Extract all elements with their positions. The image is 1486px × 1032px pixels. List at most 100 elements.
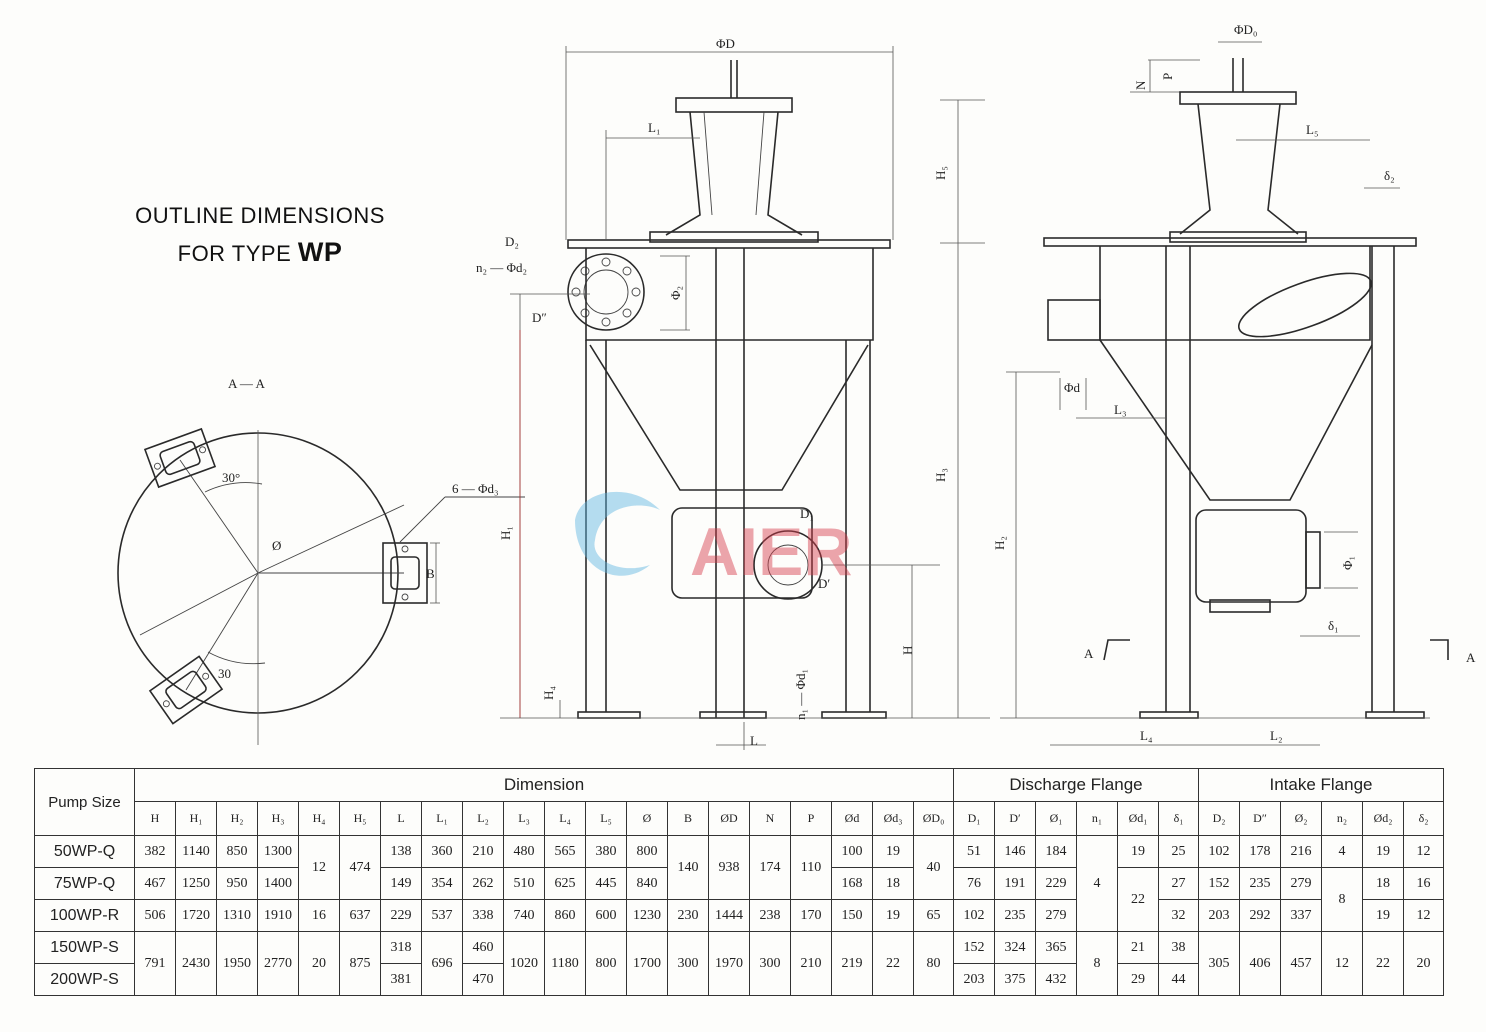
cell: 1020 <box>503 931 545 996</box>
cell: 102 <box>1198 835 1240 868</box>
cell: 184 <box>1035 835 1077 868</box>
col-header: L₄ <box>544 801 586 836</box>
cell: 4 <box>1321 835 1363 868</box>
cell: 19 <box>1362 899 1404 932</box>
cell: 445 <box>585 867 627 900</box>
cell: 696 <box>421 931 463 996</box>
cell: 354 <box>421 867 463 900</box>
cell: 178 <box>1239 835 1281 868</box>
cell: 480 <box>503 835 545 868</box>
col-header: N <box>749 801 791 836</box>
col-header: L₂ <box>462 801 504 836</box>
cell: 51 <box>953 835 995 868</box>
l3-label: L₃ <box>1114 402 1126 417</box>
cell: 16 <box>1403 867 1444 900</box>
angle-30-bottom: 30 <box>218 666 231 681</box>
a-right-label: A <box>1466 650 1476 665</box>
discharge-group: Discharge Flange <box>953 768 1199 802</box>
cell: 506 <box>134 899 176 932</box>
cell: 19 <box>872 899 914 932</box>
cell: 229 <box>1035 867 1077 900</box>
cell: 740 <box>503 899 545 932</box>
col-header: ØD₀ <box>913 801 954 836</box>
cell: 12 <box>1321 931 1363 996</box>
h5-label: H₅ <box>933 166 948 180</box>
n1d1-label: n₁ — Φd₁ <box>793 669 808 720</box>
h1-label: H₁ <box>498 526 513 540</box>
cell: 2770 <box>257 931 299 996</box>
cell: 1700 <box>626 931 668 996</box>
cell: 457 <box>1280 931 1322 996</box>
cell: 22 <box>872 931 914 996</box>
delta1-label: δ₁ <box>1328 618 1339 633</box>
cell: 168 <box>831 867 873 900</box>
p-label: P <box>1160 73 1175 80</box>
col-header: P <box>790 801 832 836</box>
col-header: Ø₁ <box>1035 801 1077 836</box>
col-header: Ød₂ <box>1362 801 1404 836</box>
cell: 324 <box>994 931 1036 964</box>
l1-label: L₁ <box>648 120 660 135</box>
col-header: H <box>134 801 176 836</box>
cell: 80 <box>913 931 954 996</box>
cell: 38 <box>1158 931 1199 964</box>
h4-label: H₄ <box>541 686 556 700</box>
l5-label: L₅ <box>1306 122 1318 137</box>
cell: 800 <box>626 835 668 868</box>
drawing-title: OUTLINE DIMENSIONS FOR TYPE WP <box>100 198 420 272</box>
d2-label: D₂ <box>505 234 519 249</box>
pump-size-cell: 100WP-R <box>34 899 135 932</box>
cell: 467 <box>134 867 176 900</box>
cell: 791 <box>134 931 176 996</box>
cell: 318 <box>380 931 422 964</box>
cell: 216 <box>1280 835 1322 868</box>
watermark-logo: AIER <box>575 491 852 590</box>
cell: 625 <box>544 867 586 900</box>
cell: 338 <box>462 899 504 932</box>
col-header: H₅ <box>339 801 381 836</box>
pump-size-cell: 75WP-Q <box>34 867 135 900</box>
cell: 16 <box>298 899 340 932</box>
pump-size-cell: 200WP-S <box>34 963 135 996</box>
cell: 22 <box>1362 931 1404 996</box>
a-left-label: A <box>1084 646 1094 661</box>
cell: 203 <box>1198 899 1240 932</box>
h-label: H <box>900 646 915 655</box>
title-line1: OUTLINE DIMENSIONS <box>135 203 385 228</box>
cell: 12 <box>1403 835 1444 868</box>
cell: 474 <box>339 835 381 900</box>
cell: 20 <box>1403 931 1444 996</box>
cell: 1444 <box>708 899 750 932</box>
n2d2-label: n₂ — Φd₂ <box>476 260 527 275</box>
col-header: D′ <box>994 801 1036 836</box>
section-a-a-view: A — A 30° 30 Ø 6 — Φd₃ <box>117 376 525 745</box>
cell: 138 <box>380 835 422 868</box>
col-header: L <box>380 801 422 836</box>
cell: 22 <box>1117 867 1159 932</box>
cell: 32 <box>1158 899 1199 932</box>
type-name: WP <box>297 237 343 267</box>
cell: 600 <box>585 899 627 932</box>
cell: 235 <box>1239 867 1281 900</box>
cell: 4 <box>1076 835 1118 932</box>
col-header: H₄ <box>298 801 340 836</box>
cell: 76 <box>953 867 995 900</box>
d1-label: D₁ <box>800 506 814 521</box>
cell: 27 <box>1158 867 1199 900</box>
cell: 20 <box>298 931 340 996</box>
cell: 235 <box>994 899 1036 932</box>
col-header: ØD <box>708 801 750 836</box>
cell: 1230 <box>626 899 668 932</box>
h3-label: H₃ <box>933 468 948 482</box>
h2-label: H₂ <box>992 536 1007 550</box>
col-header: δ₂ <box>1403 801 1444 836</box>
cell: 25 <box>1158 835 1199 868</box>
phid-label: Φd <box>1064 380 1081 395</box>
cell: 8 <box>1076 931 1118 996</box>
phi-d-label: ΦD <box>716 36 735 51</box>
cell: 1910 <box>257 899 299 932</box>
col-header: Ød₃ <box>872 801 914 836</box>
col-header: D″ <box>1239 801 1281 836</box>
phi-d0-label: ΦD₀ <box>1234 22 1257 37</box>
